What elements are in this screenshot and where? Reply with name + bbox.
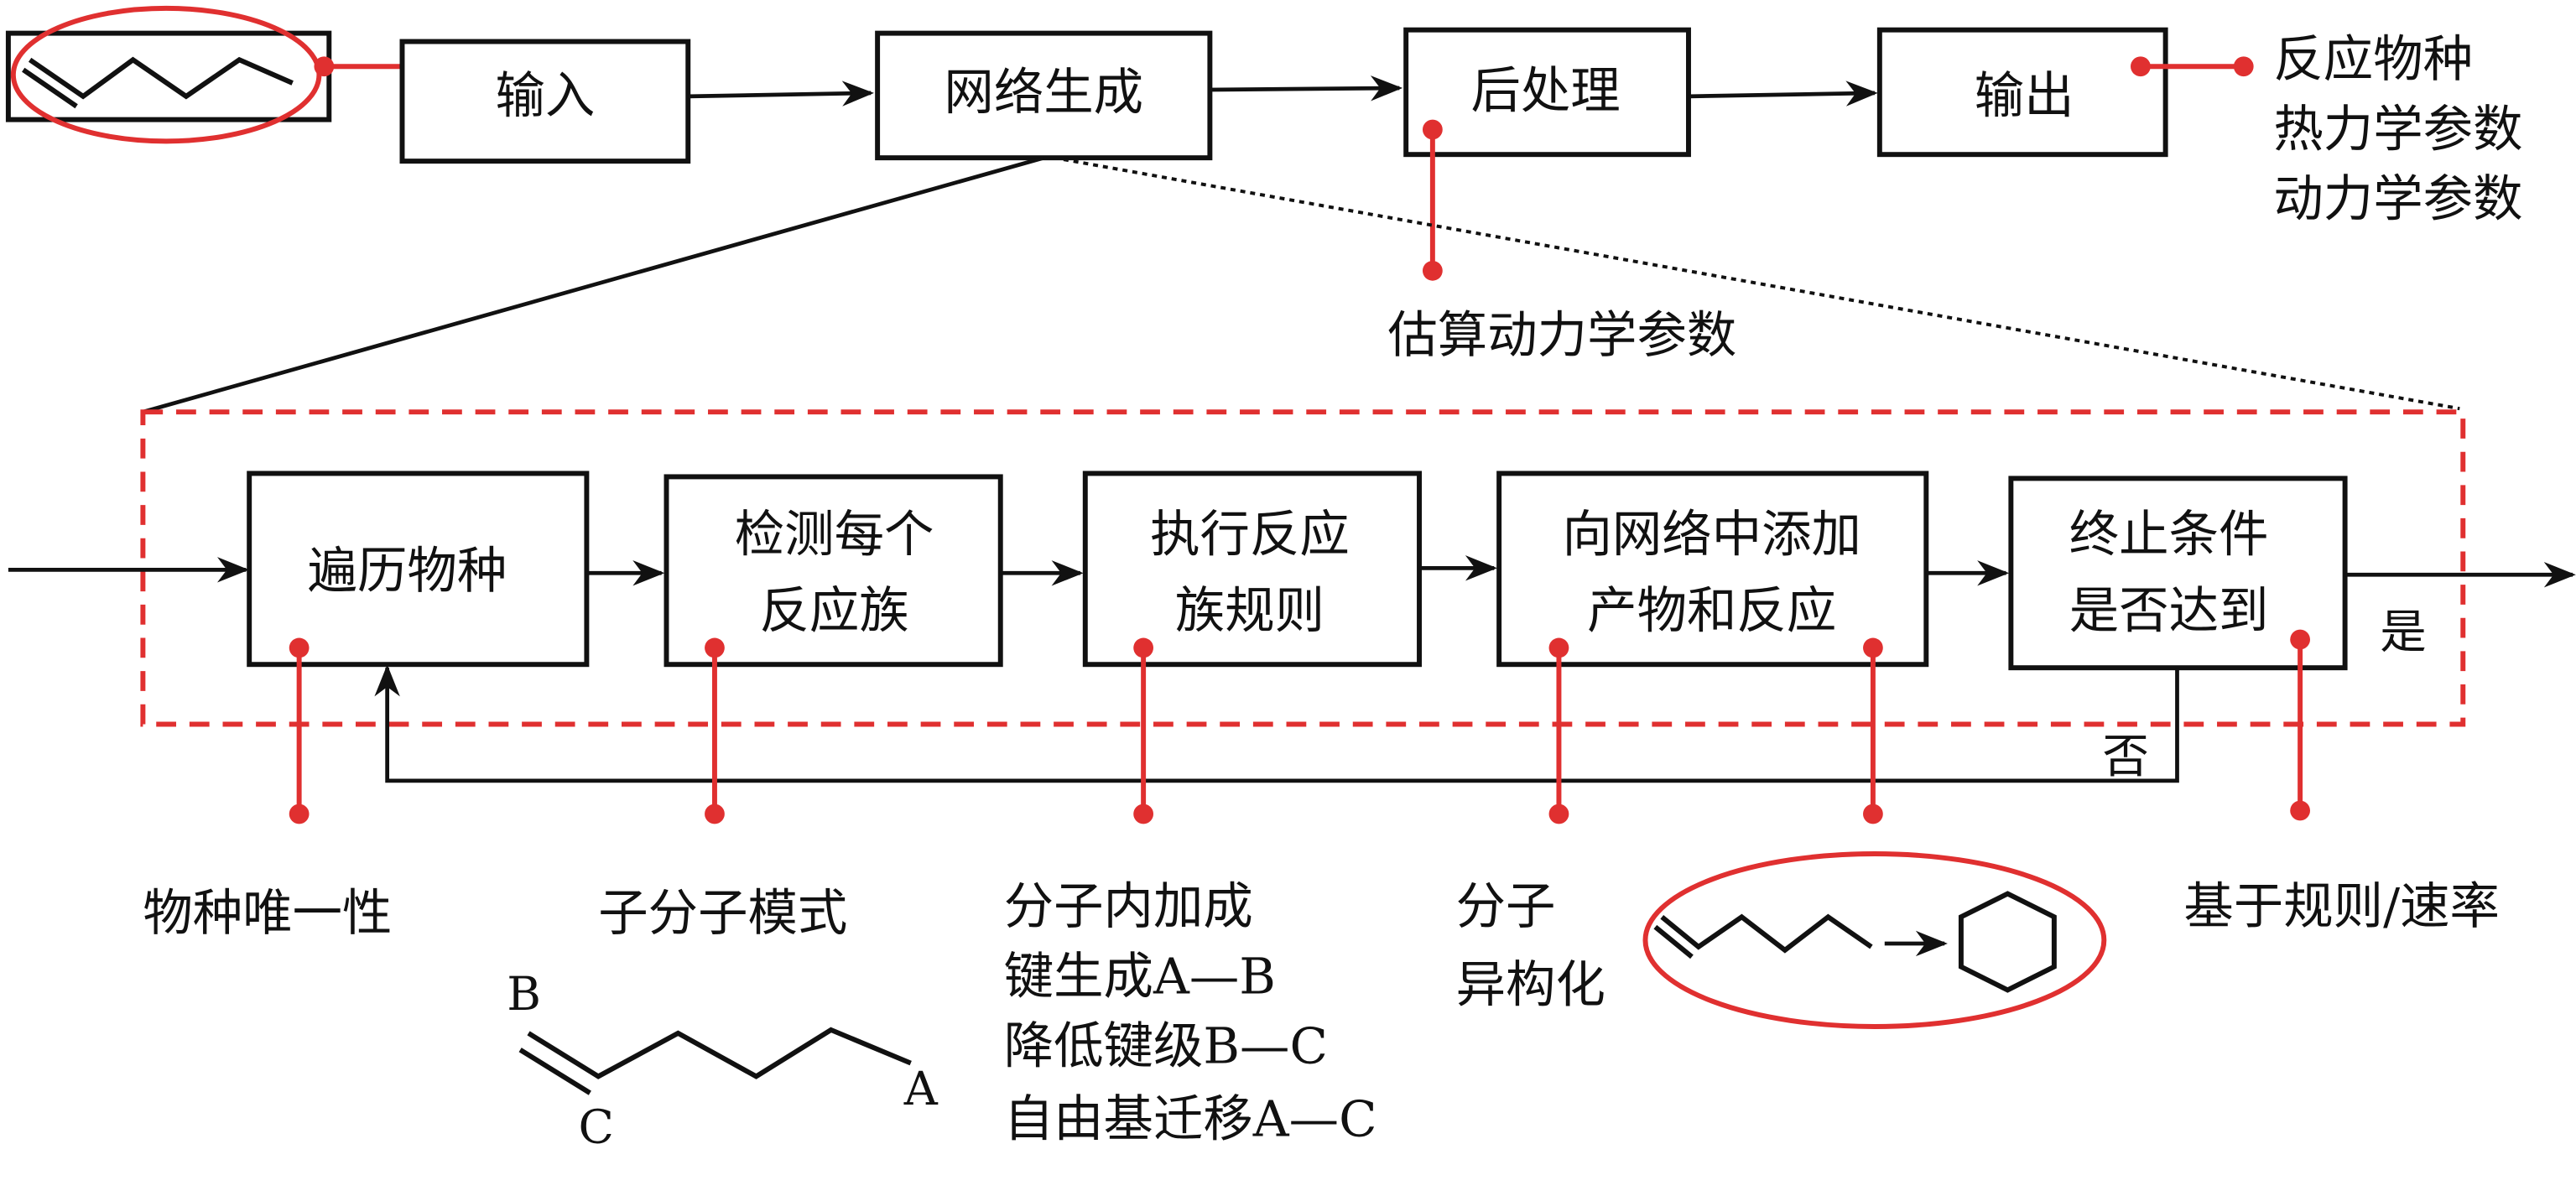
connector-products [1863, 637, 1883, 824]
step-label: 反应族 [759, 583, 908, 641]
rule-line: 降低键级B—C [1004, 1018, 1328, 1076]
annotation-reaction-rules: 分子内加成 键生成A—B 降低键级B—C 自由基迁移A—C [1004, 878, 1377, 1148]
output-notes: 反应物种 热力学参数 动力学参数 [2273, 31, 2522, 228]
step-label: 是否达到 [2069, 583, 2269, 641]
step-add-products: 向网络中添加 产物和反应 [1496, 471, 1929, 668]
step-postprocess: 后处理 [1403, 27, 1691, 158]
annotation-submolecule-pattern: 子分子模式 [598, 885, 847, 943]
isomerization-line: 分子 [1456, 878, 1556, 936]
postprocess-connector [1422, 119, 1443, 281]
connector-species [289, 637, 310, 824]
highlight-circle [1642, 851, 2107, 1029]
step-detect-reaction-families: 检测每个 反应族 [664, 474, 1003, 668]
output-connector [2131, 56, 2254, 77]
step-label: 产物和反应 [1587, 583, 1836, 641]
isomerization-line: 异构化 [1456, 956, 1605, 1014]
step-postprocess-label: 后处理 [1470, 63, 1620, 121]
step-iterate-species: 遍历物种 [247, 471, 590, 668]
atom-label-b: B [507, 968, 541, 1022]
zoom-line-left [142, 155, 1044, 414]
step-input-label: 输入 [495, 68, 595, 126]
feedback-loop-no [374, 664, 2179, 783]
step-label: 执行反应 [1150, 507, 1350, 564]
step-termination-check: 终止条件 是否达到 [2008, 476, 2348, 671]
annotation-species-uniqueness: 物种唯一性 [143, 885, 392, 943]
step-network-generation: 网络生成 [875, 30, 1213, 161]
arrow-post-to-output [1688, 81, 1878, 107]
step-label: 终止条件 [2069, 507, 2269, 564]
postprocess-note: 估算动力学参数 [1387, 307, 1736, 365]
expansion-region [140, 409, 2466, 727]
hexene-molecule-icon [22, 56, 294, 109]
annotation-connectors [289, 629, 2310, 824]
rule-line: 键生成A—B [1004, 948, 1276, 1006]
rule-line: 分子内加成 [1004, 878, 1253, 936]
output-note: 反应物种 [2273, 31, 2473, 89]
cyclization-example [1642, 851, 2107, 1029]
atom-label-a: A [903, 1063, 939, 1116]
arrow-network-to-post [1210, 75, 1403, 101]
step-apply-family-rules: 执行反应 族规则 [1082, 471, 1422, 668]
annotation-termination-basis: 基于规则/速率 [2183, 878, 2500, 936]
cyclohexane-icon [1958, 891, 2057, 993]
step-input: 输入 [399, 39, 691, 164]
atom-label-c: C [578, 1101, 613, 1155]
step-label: 族规则 [1175, 583, 1324, 641]
output-note: 热力学参数 [2273, 101, 2522, 159]
submolecule-structure-icon: B C A [507, 968, 939, 1154]
input-molecule-box [5, 5, 332, 144]
connector-submolecule [705, 637, 725, 824]
step-label: 检测每个 [735, 507, 934, 564]
no-label: 否 [2102, 731, 2148, 784]
connector-termination [2290, 629, 2310, 821]
connector-rules [1133, 637, 1154, 824]
yes-label: 是 [2380, 606, 2426, 659]
output-note: 动力学参数 [2273, 170, 2522, 228]
step-output: 输出 [1876, 27, 2168, 158]
rule-line: 自由基迁移A—C [1004, 1091, 1377, 1149]
annotation-isomerization: 分子 异构化 [1456, 878, 1605, 1014]
arrow-input-to-network [688, 81, 874, 107]
connector-isomerization [1548, 637, 1569, 824]
zoom-line-right [1063, 158, 2460, 411]
chain-molecule-icon [1653, 913, 1873, 959]
step-network-label: 网络生成 [944, 65, 1143, 122]
step-output-label: 输出 [1975, 68, 2074, 126]
step-label: 遍历物种 [308, 543, 507, 601]
step-label: 向网络中添加 [1562, 507, 1861, 564]
